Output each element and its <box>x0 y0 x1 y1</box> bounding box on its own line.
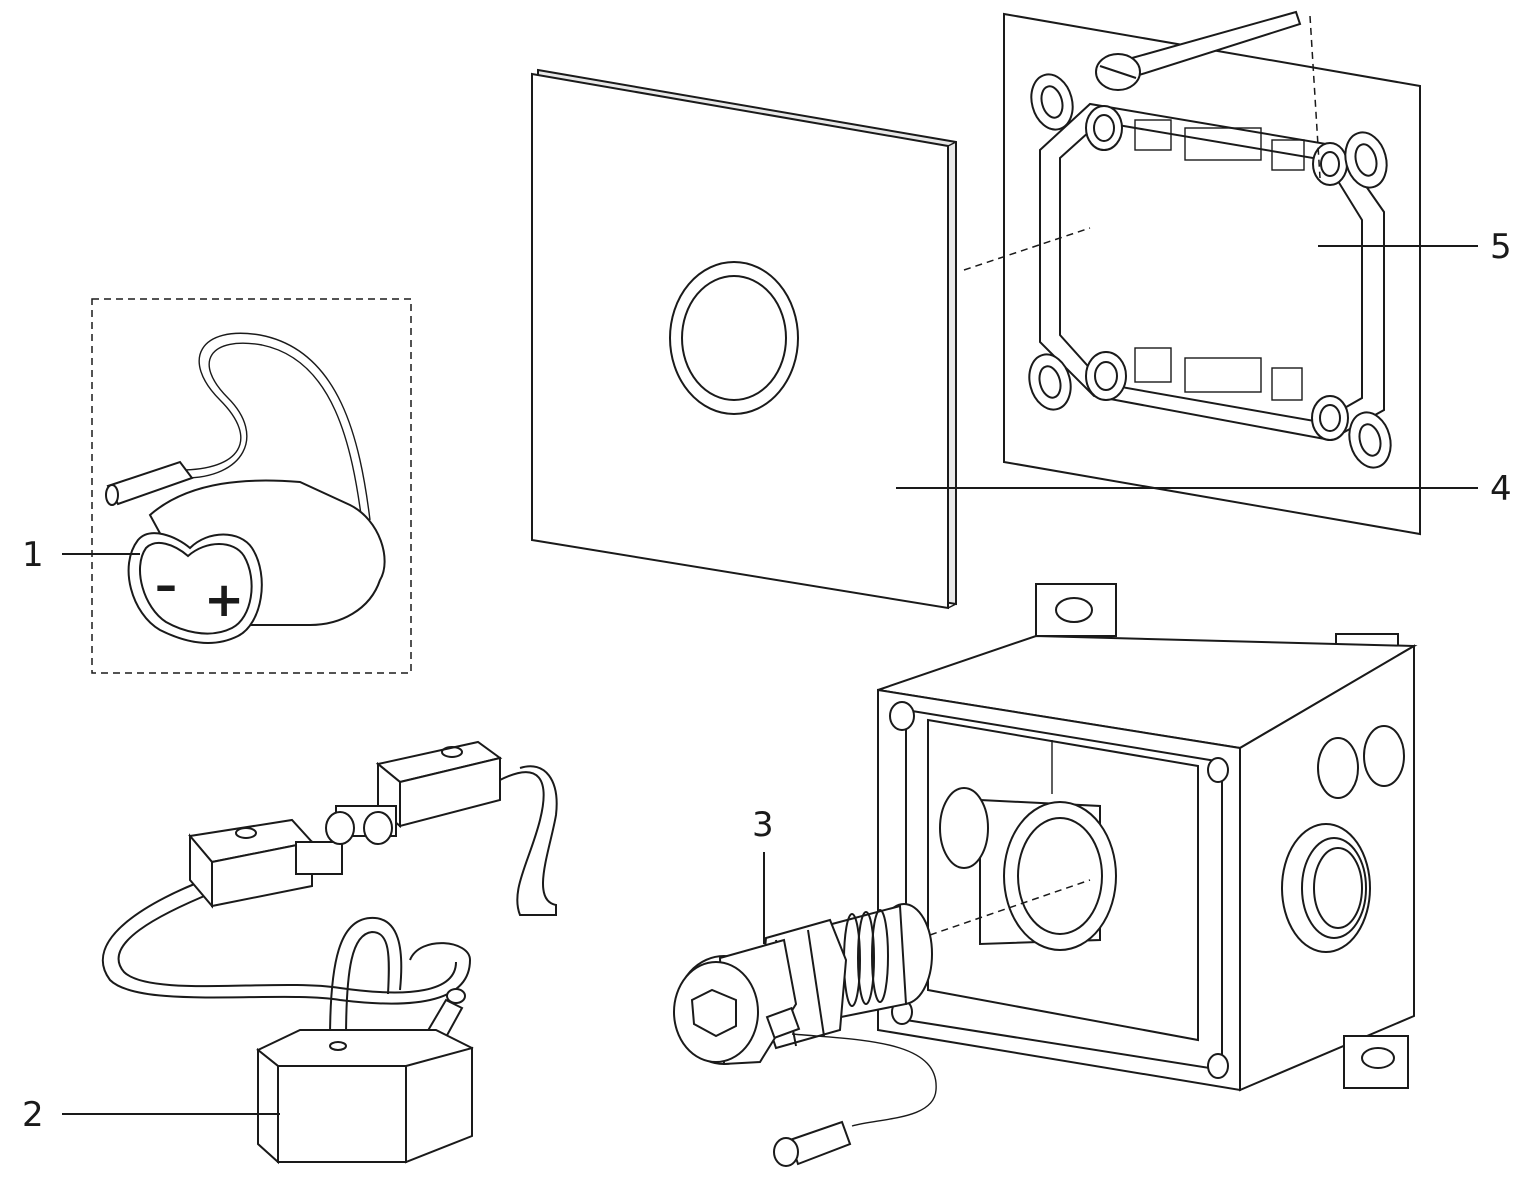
callout-1: 1 <box>22 535 140 575</box>
frame-slots-top <box>1134 119 1305 171</box>
callout-2: 2 <box>22 1095 280 1135</box>
callout-2-label: 2 <box>22 1095 44 1135</box>
box-knockouts <box>1317 725 1405 799</box>
frame-mounting-holes <box>1028 73 1392 469</box>
callout-3-label: 3 <box>752 805 774 845</box>
battery-minus-label: – <box>155 560 177 611</box>
mounting-frame <box>963 10 1421 536</box>
frame-slots-bottom <box>1134 347 1303 401</box>
battery: – + <box>127 479 386 644</box>
callout-1-label: 1 <box>22 535 44 575</box>
battery-plug <box>105 460 194 506</box>
battery-group: – + <box>91 298 412 674</box>
callout-5: 5 <box>1318 227 1512 267</box>
battery-plus-label: + <box>204 572 244 628</box>
box-threaded-outlet <box>1281 823 1371 953</box>
module-box <box>256 1029 474 1165</box>
installation-box <box>877 583 1418 1092</box>
callout-4-label: 4 <box>1490 469 1512 509</box>
callout-4: 4 <box>896 469 1512 509</box>
connector-right <box>325 740 503 845</box>
callout-5-label: 5 <box>1490 227 1512 267</box>
valve-thread <box>830 903 933 1020</box>
cover-plate <box>531 68 957 610</box>
solenoid-valve <box>673 879 1091 1167</box>
sensor-window <box>669 261 799 415</box>
mounting-screw <box>1095 10 1302 91</box>
frame-bosses <box>1085 105 1349 441</box>
valve-cable-plug <box>765 1006 937 1167</box>
connector-left <box>188 818 343 909</box>
box-tab-top-left <box>1035 583 1117 637</box>
box-tab-bottom-right <box>1343 1035 1409 1089</box>
callout-3: 3 <box>752 805 774 944</box>
power-supply-module <box>101 740 558 1165</box>
